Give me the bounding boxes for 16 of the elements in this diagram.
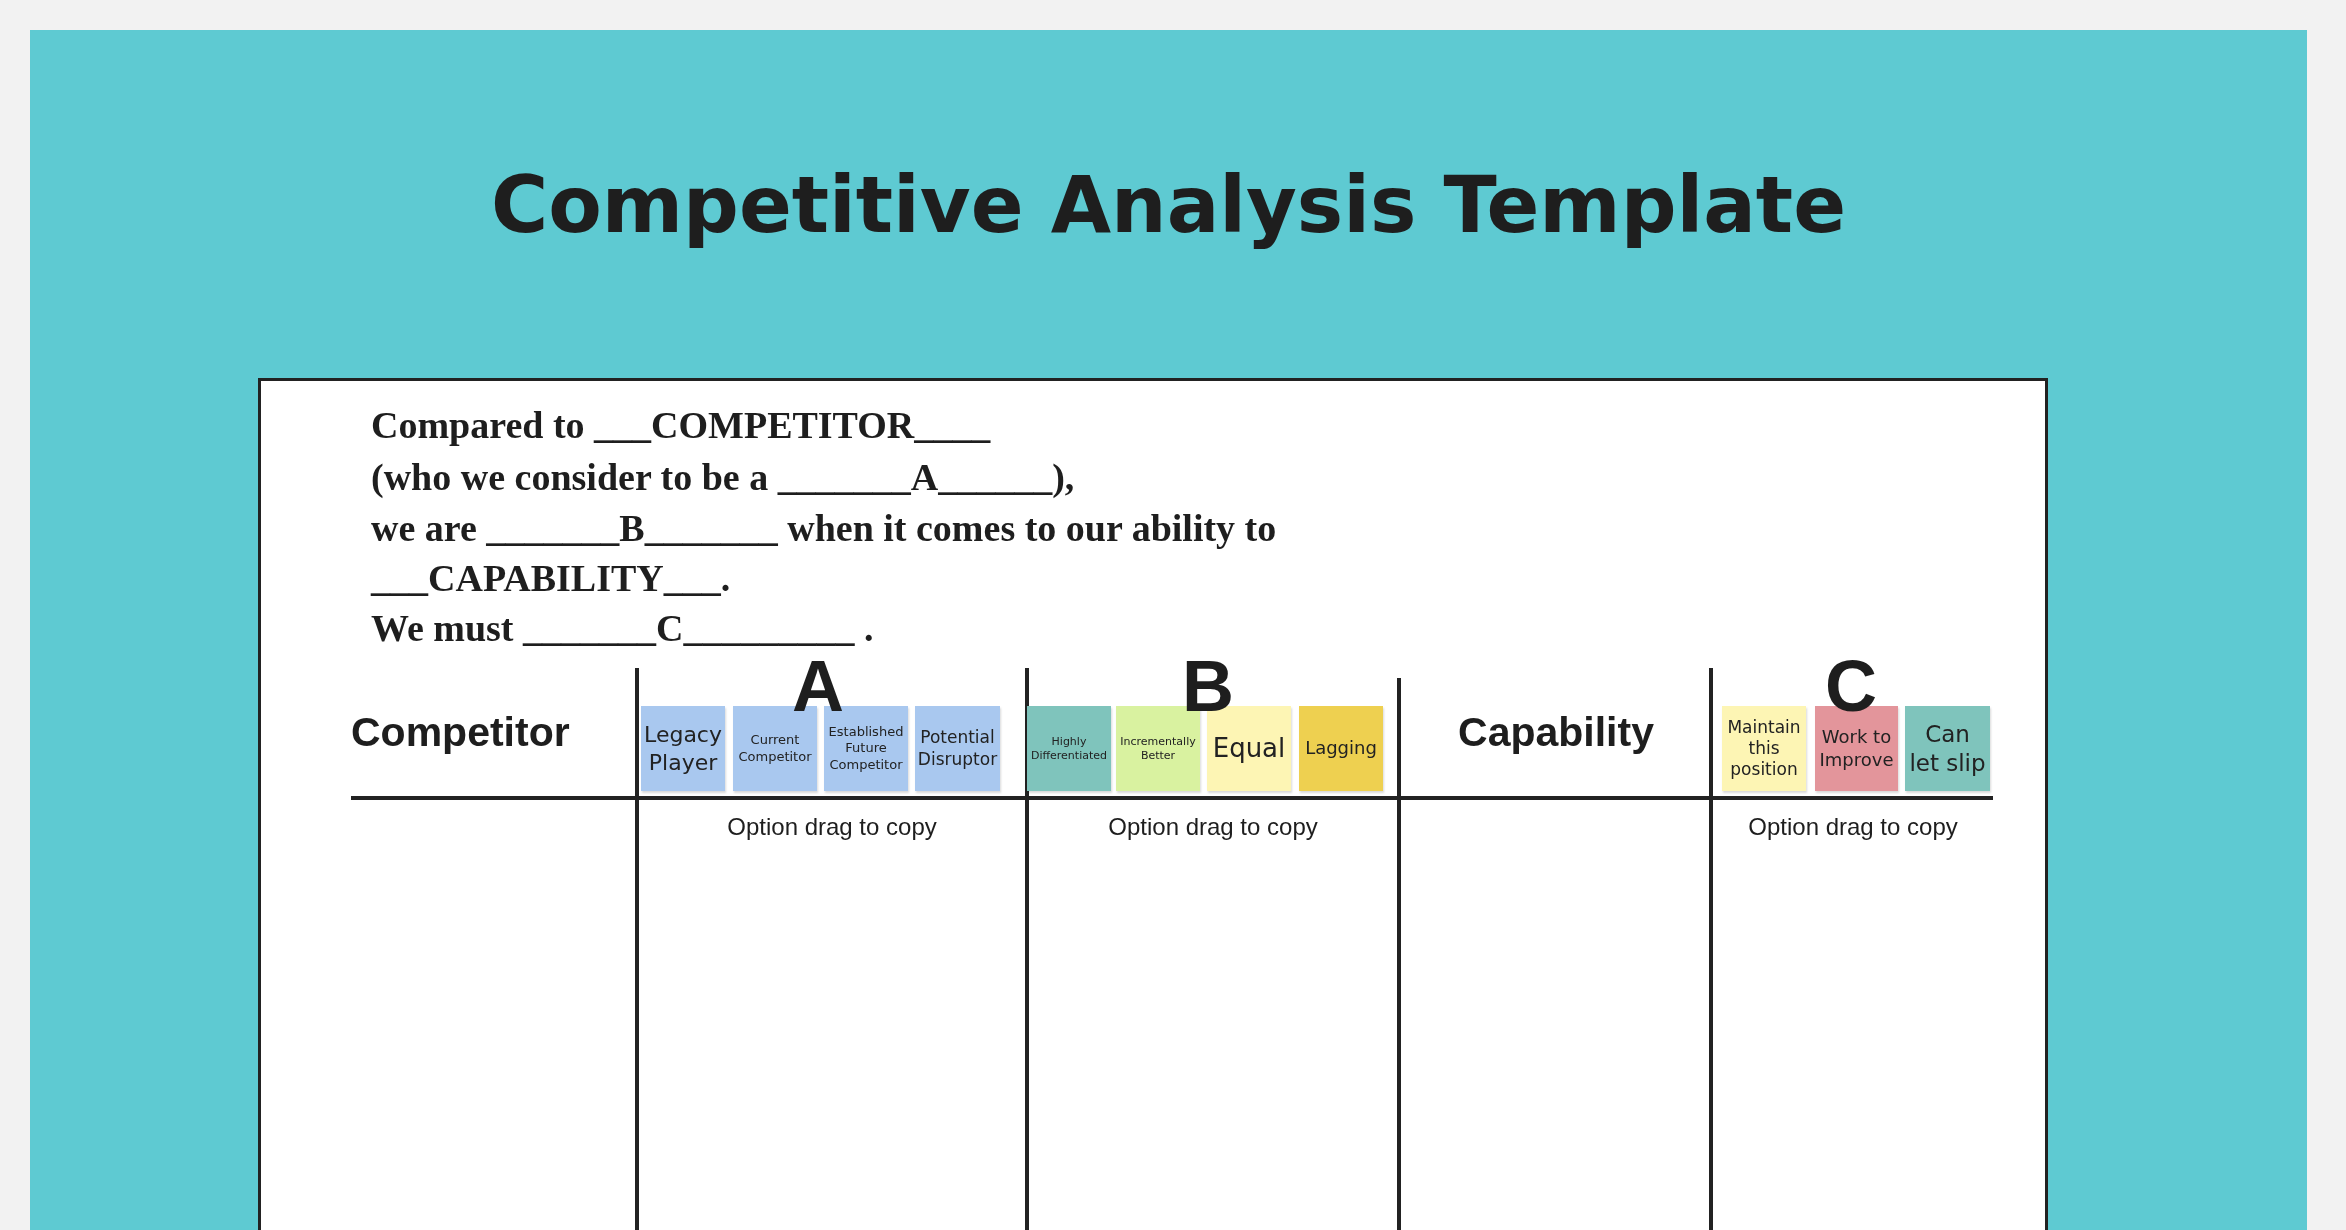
column-heading: Capability (1457, 708, 1655, 757)
sticky-note: Lagging (1299, 706, 1383, 791)
sentence-line: Compared to ___COMPETITOR____ (371, 403, 992, 448)
sticky-note: Highly Differentiated (1027, 706, 1111, 791)
title: Competitive Analysis Template (489, 160, 1848, 250)
sticky-note: Potential Disruptor (915, 706, 1000, 791)
sentence-line: we are _______B_______ when it comes to our ability to (371, 506, 1278, 551)
sticky-note: Legacy Player (641, 706, 725, 791)
sticky-note: Can let slip (1905, 706, 1990, 791)
hint-text: Option drag to copy (726, 813, 938, 842)
column-heading: Competitor (351, 708, 571, 757)
hint-text: Option drag to copy (1107, 813, 1319, 842)
sentence-line: ___CAPABILITY___. (371, 556, 732, 601)
hint-text: Option drag to copy (1747, 813, 1959, 842)
sticky-note: Maintain this position (1722, 706, 1806, 791)
sentence-line: (who we consider to be a _______A______), (371, 455, 1076, 500)
